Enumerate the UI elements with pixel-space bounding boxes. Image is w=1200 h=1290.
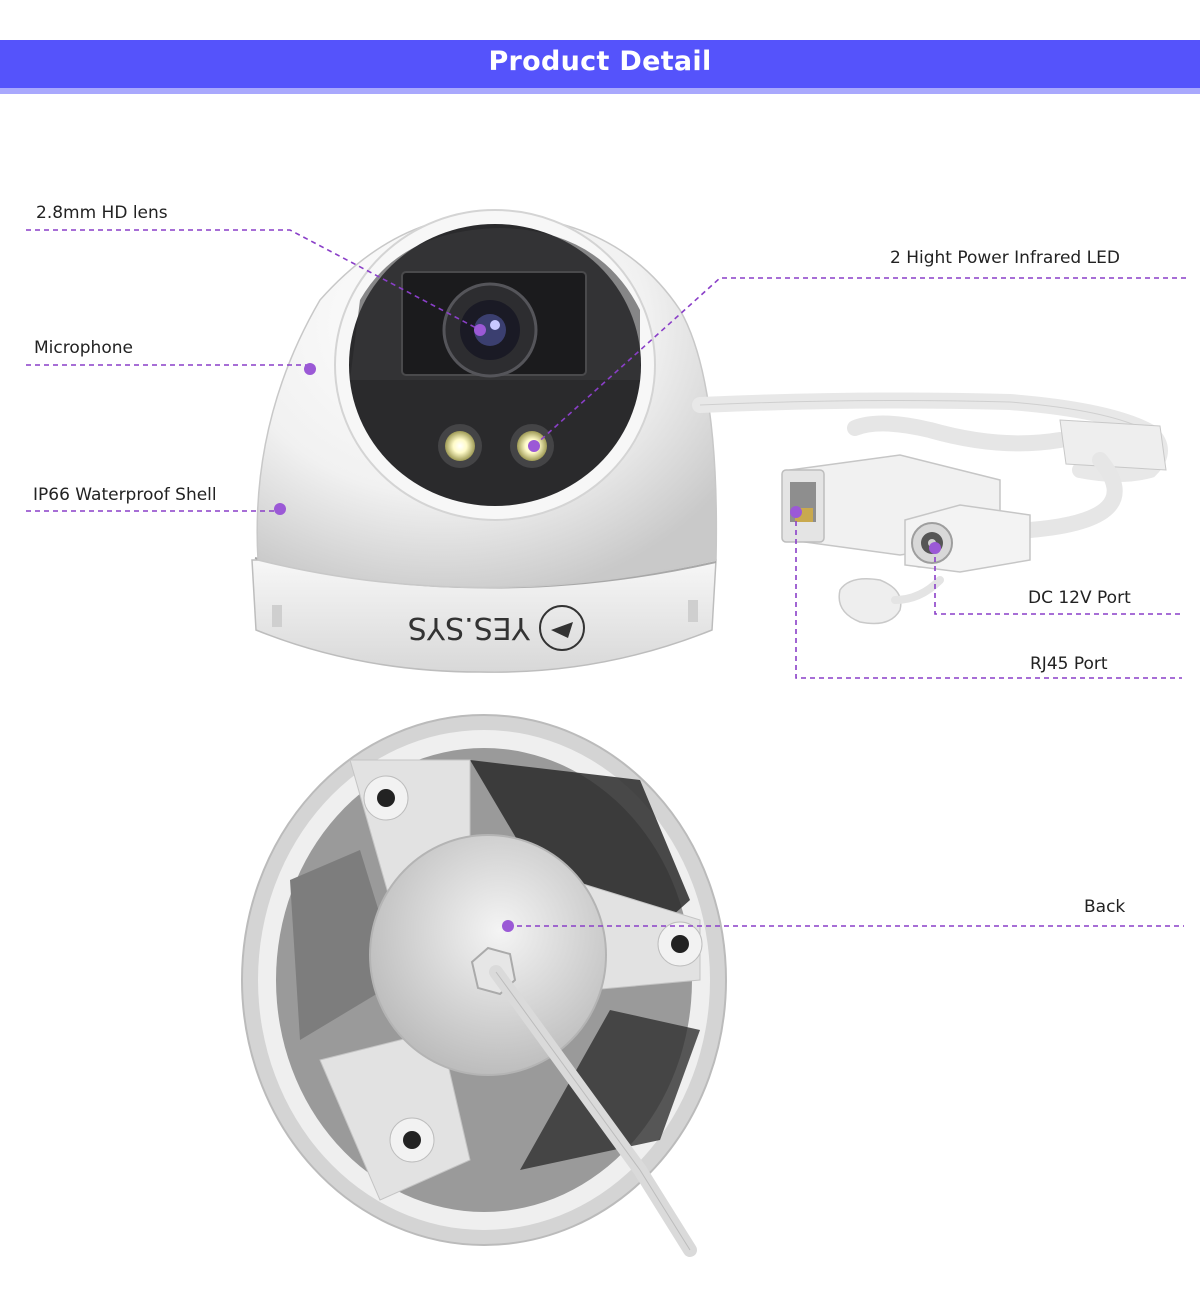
callout-lens-label: 2.8mm HD lens — [36, 203, 168, 223]
callout-dots — [274, 324, 941, 932]
brand-logo: YES.SYS — [408, 605, 585, 651]
callout-microphone-label: Microphone — [34, 338, 133, 358]
callout-rj45-label: RJ45 Port — [1030, 654, 1108, 674]
lens-leader — [26, 229, 481, 331]
rj45-dot — [790, 506, 802, 518]
lens-dot — [474, 324, 486, 336]
camera-back-view — [241, 714, 727, 1257]
callout-dc-port-label: DC 12V Port — [1028, 588, 1131, 608]
rj45-leader — [795, 512, 1182, 679]
brand-logo-text: YES.SYS — [408, 610, 531, 645]
header-banner: Product Detail — [0, 40, 1200, 94]
infrared-leader — [533, 277, 1186, 447]
dc-port-leader — [934, 548, 1182, 615]
back-dot — [502, 920, 514, 932]
dc-port-dot — [929, 542, 941, 554]
page-title: Product Detail — [488, 46, 712, 77]
callout-lines — [26, 229, 1186, 927]
microphone-dot — [304, 363, 316, 375]
callout-shell-label: IP66 Waterproof Shell — [33, 485, 217, 505]
dome-camera-front — [251, 209, 718, 673]
callout-back-label: Back — [1084, 897, 1126, 917]
shell-dot — [274, 503, 286, 515]
infrared-dot — [528, 440, 540, 452]
callout-infrared-label: 2 Hight Power Infrared LED — [890, 248, 1120, 268]
